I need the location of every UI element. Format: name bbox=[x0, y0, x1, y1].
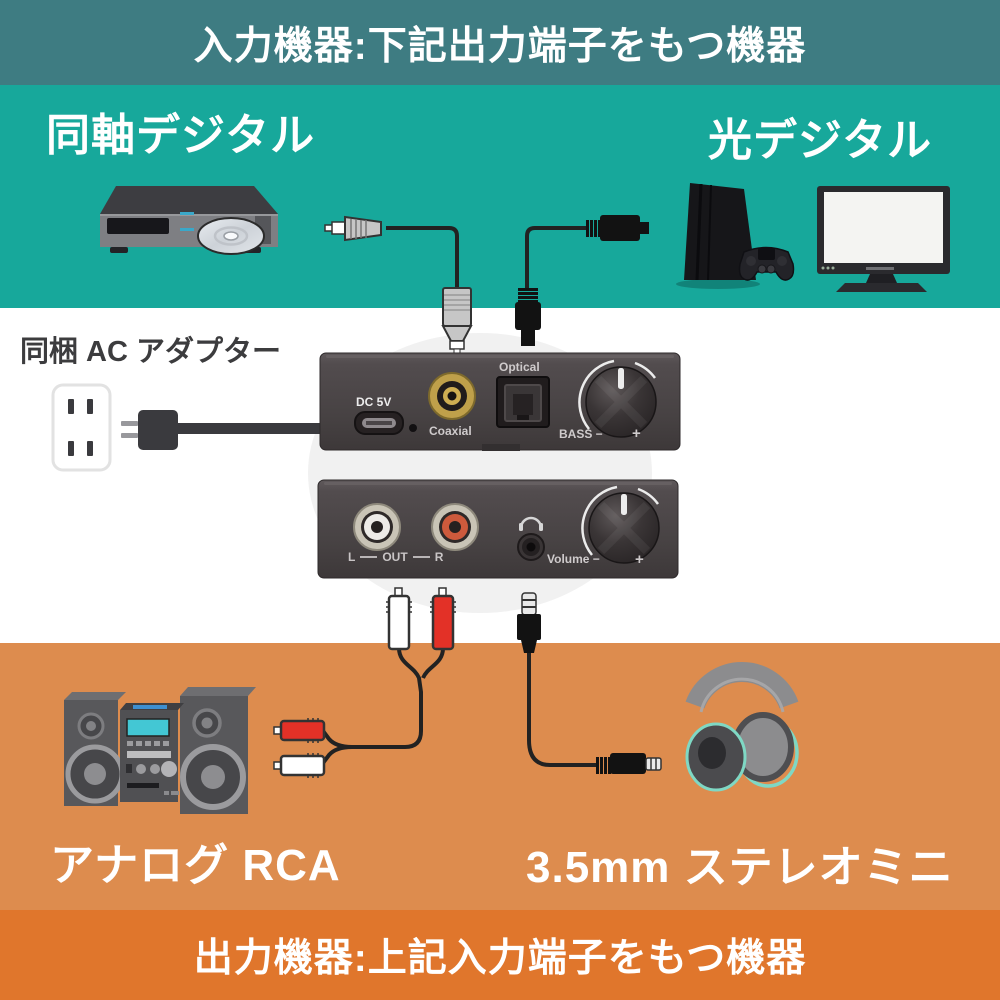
out-labels-row: L OUT R bbox=[348, 550, 468, 564]
power-led bbox=[409, 424, 417, 432]
bass-plus-label: + bbox=[632, 425, 641, 442]
mini-plug-right bbox=[610, 753, 646, 774]
bass-knob bbox=[578, 359, 657, 438]
volume-plus-label: + bbox=[635, 551, 644, 568]
mini-plug-up bbox=[521, 592, 537, 616]
volume-knob bbox=[581, 485, 660, 564]
out-label: OUT bbox=[382, 550, 408, 564]
ac-plug-illustration bbox=[121, 410, 324, 450]
disc-illustration bbox=[197, 217, 265, 255]
tv-illustration bbox=[817, 186, 950, 292]
optical-cable bbox=[515, 215, 649, 346]
rca-y-cable bbox=[273, 587, 456, 778]
out-l-label: L bbox=[348, 550, 356, 564]
headphone-jack bbox=[517, 533, 545, 561]
rca-jack-right bbox=[431, 503, 479, 551]
stereo-mini-cable bbox=[517, 592, 662, 774]
volume-label: Volume − bbox=[547, 552, 600, 566]
top-banner-text: 入力機器:下記出力端子をもつ機器 bbox=[193, 24, 807, 68]
optical-port-label: Optical bbox=[499, 360, 540, 374]
dvd-player-illustration bbox=[100, 186, 278, 255]
bass-label: BASS − bbox=[559, 427, 603, 441]
dc5v-label: DC 5V bbox=[356, 395, 392, 409]
dash-line bbox=[412, 556, 430, 558]
analog-rca-label: アナログ RCA bbox=[50, 841, 341, 890]
ac-cable bbox=[178, 423, 324, 434]
gamepad-illustration bbox=[738, 246, 795, 281]
ac-adapter-label: 同梱 AC アダプター bbox=[20, 336, 282, 368]
outlet-illustration bbox=[51, 383, 112, 472]
top-banner: 入力機器:下記出力端子をもつ機器 bbox=[0, 0, 1000, 85]
bottom-banner: 出力機器:上記入力端子をもつ機器 bbox=[0, 910, 1000, 1000]
headphones-illustration bbox=[685, 662, 799, 792]
coaxial-port-label: Coaxial bbox=[429, 424, 472, 438]
dash-line bbox=[360, 556, 378, 558]
game-console-illustration bbox=[676, 183, 760, 289]
bottom-banner-text: 出力機器:上記入力端子をもつ機器 bbox=[193, 937, 807, 980]
headphone-icon bbox=[519, 516, 543, 531]
coaxial-digital-label: 同軸デジタル bbox=[46, 111, 316, 160]
dac-rear-panel bbox=[319, 352, 681, 451]
optical-input-port bbox=[496, 376, 550, 428]
out-r-label: R bbox=[434, 550, 444, 564]
coaxial-input-jack bbox=[428, 372, 476, 420]
dac-front-panel bbox=[317, 479, 679, 579]
optical-digital-label: 光デジタル bbox=[708, 116, 933, 165]
stereo-display bbox=[126, 718, 170, 737]
stereo-mini-label: 3.5mm ステレオミニ bbox=[526, 843, 954, 892]
coaxial-cable bbox=[324, 215, 473, 354]
mini-stereo-illustration bbox=[64, 687, 256, 814]
rca-jack-left bbox=[353, 503, 401, 551]
